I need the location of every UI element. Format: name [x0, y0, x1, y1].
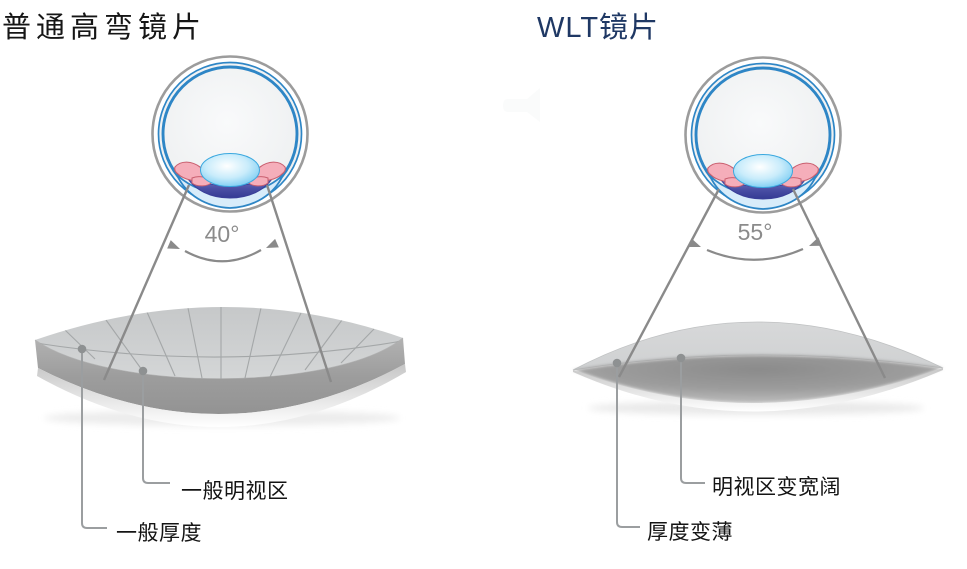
callout-line-clear-zone-left: [142, 375, 170, 484]
lens-bottom-edge-right: [573, 368, 943, 412]
view-cone-left: [102, 184, 333, 383]
callout-dot-thickness-left: [77, 344, 87, 354]
callout-line-thickness-left: [81, 352, 107, 529]
lens-cross-section-right: [572, 321, 944, 415]
callout-lines: [81, 352, 705, 529]
callout-dots: [77, 344, 686, 376]
thickness-label-right: 厚度变薄: [647, 521, 733, 544]
eye-diagram-left: [153, 57, 308, 212]
left-panel-title: 普通高弯镜片: [2, 12, 207, 44]
clear-zone-label-left: 一般明视区: [181, 480, 289, 503]
callout-dot-thickness-right: [612, 358, 622, 368]
right-panel-title: WLT镜片: [537, 12, 660, 44]
angle-arc-left: [167, 238, 279, 263]
callout-dot-clear-zone-left: [138, 366, 148, 376]
callout-line-clear-zone-right: [680, 362, 705, 484]
clear-zone-label-right: 明视区变宽阔: [712, 476, 841, 499]
angle-label-right: 55°: [737, 219, 773, 245]
thickness-label-left: 一般厚度: [116, 522, 202, 545]
lens-front-face-left: [35, 338, 405, 415]
lens-body-right: [573, 354, 943, 404]
lens-near-rim-left: [34, 337, 404, 380]
callout-dot-clear-zone-right: [676, 353, 686, 363]
lens-cross-section-left: [34, 306, 406, 428]
angle-arc-right: [688, 237, 822, 261]
angle-label-left: 40°: [204, 221, 240, 247]
faint-watermark-arrow: [503, 88, 540, 122]
eye-diagram-right: [686, 58, 841, 213]
lens-bottom-edge-left: [37, 364, 406, 428]
view-cone-right: [617, 188, 887, 379]
callout-line-thickness-right: [616, 367, 640, 528]
